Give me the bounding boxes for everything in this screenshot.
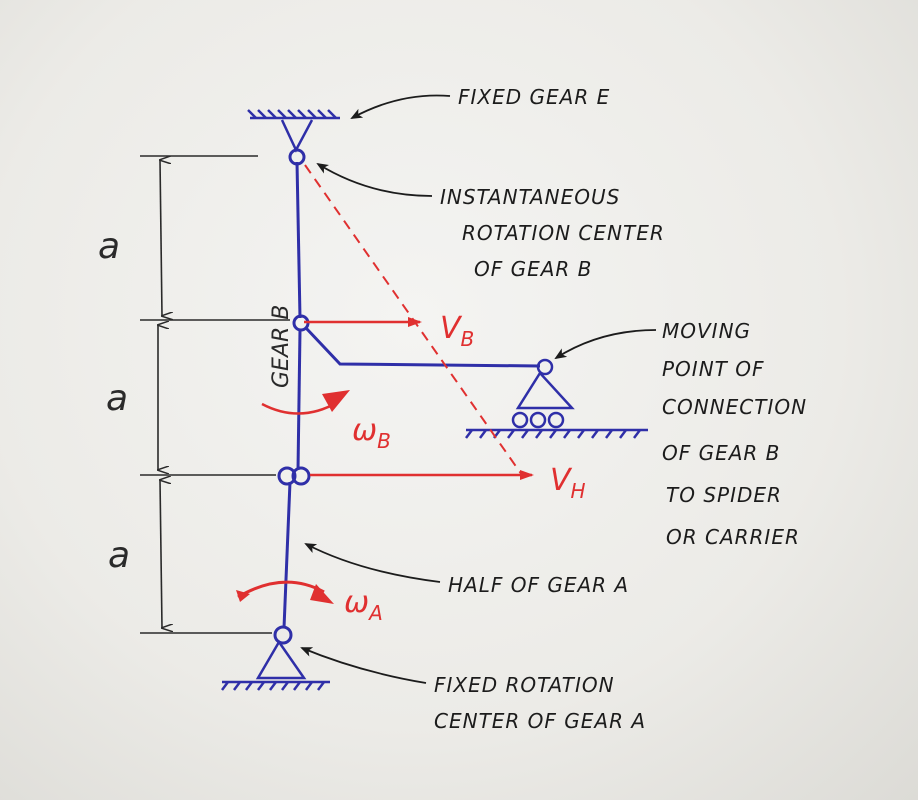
gear-vertical-link <box>282 161 302 629</box>
label-vh: VH <box>550 463 586 503</box>
dimension-a-middle: a <box>106 378 128 419</box>
dimension-lines <box>140 155 290 634</box>
pin-contact-ab <box>277 466 311 486</box>
label-omega-a: ωA <box>344 585 383 625</box>
fixed-gear-e-support <box>247 109 340 153</box>
pin-gear-a-center <box>273 625 293 645</box>
dimension-a-bottom: a <box>108 535 130 576</box>
velocity-profile-line <box>304 164 523 476</box>
pin-top <box>288 148 306 166</box>
label-fixed-rotation-center: FIXED ROTATION CENTER OF GEAR A <box>434 673 646 733</box>
dimension-a-top: a <box>98 226 120 267</box>
label-instantaneous-center: INSTANTANEOUS ROTATION CENTER OF GEAR B <box>440 185 672 281</box>
label-vb: VB <box>440 311 474 351</box>
omega-b-arc <box>261 390 350 415</box>
omega-a-arc <box>236 580 334 604</box>
carrier-roller-support <box>465 358 648 439</box>
leader-arrows <box>300 94 657 684</box>
label-fixed-gear-e: FIXED GEAR E <box>458 85 610 109</box>
fixed-gear-a-support <box>221 639 330 691</box>
label-gear-b: GEAR B <box>269 305 294 388</box>
carrier-arm <box>304 326 541 368</box>
label-omega-b: ωB <box>352 413 391 453</box>
label-moving-point: MOVING POINT OF CONNECTION OF GEAR B TO … <box>662 319 814 549</box>
label-half-gear-a: HALF OF GEAR A <box>448 573 629 597</box>
